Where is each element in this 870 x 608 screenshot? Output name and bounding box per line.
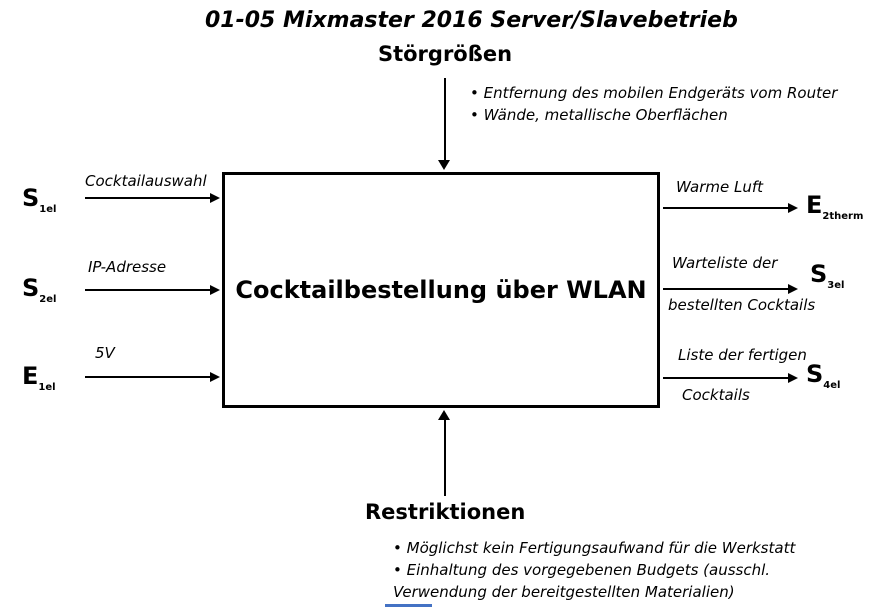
input-symbol-e1el: E1el — [22, 364, 56, 393]
restriction-arrow-line — [444, 420, 446, 496]
output-label-3-line2: Cocktails — [682, 386, 750, 404]
symbol-subscript: 3el — [827, 279, 845, 291]
output-symbol-e2therm: E2therm — [806, 193, 863, 222]
restrictions-heading: Restriktionen — [365, 500, 526, 524]
disturbances-heading: Störgrößen — [377, 42, 513, 66]
input-arrow-line-1 — [85, 197, 212, 199]
disturbance-arrowhead-icon — [438, 160, 450, 170]
output-arrowhead-icon-2 — [788, 284, 798, 294]
symbol-subscript: 1el — [39, 203, 57, 215]
symbol-letter: S — [806, 360, 824, 388]
disturbance-item: Wände, metallische Oberflächen — [470, 104, 870, 126]
output-arrowhead-icon-1 — [788, 203, 798, 213]
symbol-subscript: 2el — [39, 293, 57, 305]
output-label-2-line2: bestellten Cocktails — [668, 296, 816, 314]
symbol-subscript: 4el — [823, 379, 841, 391]
output-arrow-line-2 — [663, 288, 789, 290]
restriction-item: Einhaltung des vorgegebenen Budgets (aus… — [393, 559, 848, 603]
output-arrow-line-1 — [663, 207, 789, 209]
bottom-edge-artifact — [385, 604, 432, 607]
symbol-letter: S — [22, 274, 40, 302]
output-arrowhead-icon-3 — [788, 373, 798, 383]
disturbance-item: Entfernung des mobilen Endgeräts vom Rou… — [470, 82, 870, 104]
input-arrow-line-3 — [85, 376, 212, 378]
input-arrowhead-icon-2 — [210, 285, 220, 295]
restrictions-list: Möglichst kein Fertigungsaufwand für die… — [393, 537, 848, 603]
symbol-letter: S — [810, 260, 828, 288]
input-arrowhead-icon-1 — [210, 193, 220, 203]
restriction-item: Möglichst kein Fertigungsaufwand für die… — [393, 537, 848, 559]
output-label-2-line1: Warteliste der — [672, 254, 778, 272]
system-label: Cocktailbestellung über WLAN — [235, 276, 647, 304]
output-label-3-line1: Liste der fertigen — [678, 346, 807, 364]
input-label-3: 5V — [95, 344, 115, 362]
system-box: Cocktailbestellung über WLAN — [222, 172, 660, 408]
input-label-2: IP-Adresse — [88, 258, 167, 276]
input-symbol-s1el: S1el — [22, 186, 56, 215]
symbol-subscript: 2therm — [822, 210, 864, 222]
symbol-letter: E — [22, 362, 39, 390]
output-symbol-s3el: S3el — [810, 262, 844, 291]
symbol-letter: E — [806, 191, 823, 219]
input-arrow-line-2 — [85, 289, 212, 291]
disturbances-list: Entfernung des mobilen Endgeräts vom Rou… — [470, 82, 870, 126]
output-symbol-s4el: S4el — [806, 362, 840, 391]
input-label-1: Cocktailauswahl — [85, 172, 207, 190]
restriction-arrowhead-icon — [438, 410, 450, 420]
symbol-letter: S — [22, 184, 40, 212]
output-label-1: Warme Luft — [676, 178, 764, 196]
input-symbol-s2el: S2el — [22, 276, 56, 305]
output-arrow-line-3 — [663, 377, 789, 379]
input-arrowhead-icon-3 — [210, 372, 220, 382]
page-title: 01-05 Mixmaster 2016 Server/Slavebetrieb — [205, 8, 738, 33]
disturbance-arrow-line — [444, 78, 446, 162]
symbol-subscript: 1el — [38, 381, 56, 393]
